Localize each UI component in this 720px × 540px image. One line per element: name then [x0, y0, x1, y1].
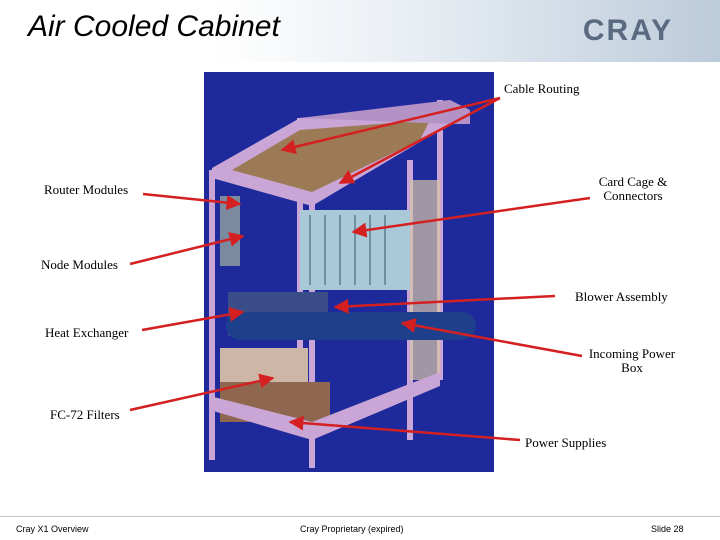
arrow-heat-exchanger: [141, 306, 245, 332]
cable-routing-tray: [232, 120, 430, 192]
footer-left: Cray X1 Overview: [16, 524, 89, 534]
slide-footer: Cray X1 Overview Cray Proprietary (expir…: [0, 520, 720, 540]
label-power-supplies: Power Supplies: [525, 435, 607, 450]
label-cable-routing: Cable Routing: [504, 81, 580, 96]
slide-header: Air Cooled Cabinet CRAY: [0, 0, 720, 62]
footer-divider: [0, 516, 720, 517]
label-card-cage-line1: Card Cage &: [598, 174, 668, 189]
callout-arrows: [129, 96, 591, 442]
slide-title: Air Cooled Cabinet: [28, 10, 280, 43]
heat-exchanger: [226, 312, 476, 340]
footer-slide-number: Slide 28: [651, 524, 684, 534]
cabinet-base-frame: [210, 372, 440, 440]
footer-center: Cray Proprietary (expired): [300, 524, 404, 534]
arrow-incoming-power: [400, 318, 583, 358]
label-incoming-power-line1: Incoming Power: [588, 346, 676, 361]
arrow-node-modules: [129, 231, 245, 266]
side-panel: [410, 180, 440, 380]
arrow-card-cage: [351, 196, 591, 238]
arrow-blower-assembly: [333, 294, 556, 314]
label-incoming-power: Incoming Power Box: [580, 347, 684, 375]
top-rear-panel: [300, 100, 470, 124]
arrow-router-modules: [142, 192, 242, 211]
label-router-modules: Router Modules: [44, 182, 129, 197]
label-blower-assembly: Blower Assembly: [575, 289, 668, 304]
arrow-cable-routing-1: [280, 96, 501, 155]
label-card-cage: Card Cage & Connectors: [592, 175, 674, 203]
label-card-cage-line2: Connectors: [603, 188, 663, 203]
arrow-fc72-filters: [129, 373, 275, 412]
logo-wordmark: CRAY: [583, 16, 673, 44]
arrow-power-supplies: [288, 415, 521, 442]
label-heat-exchanger: Heat Exchanger: [45, 325, 129, 340]
label-incoming-power-line2: Box: [621, 360, 643, 375]
router-module-stack: [220, 196, 240, 266]
cray-logo: CRAY: [583, 16, 673, 44]
label-node-modules: Node Modules: [41, 257, 118, 272]
arrow-cable-routing-2: [338, 96, 501, 185]
label-fc72-filters: FC-72 Filters: [50, 407, 120, 422]
